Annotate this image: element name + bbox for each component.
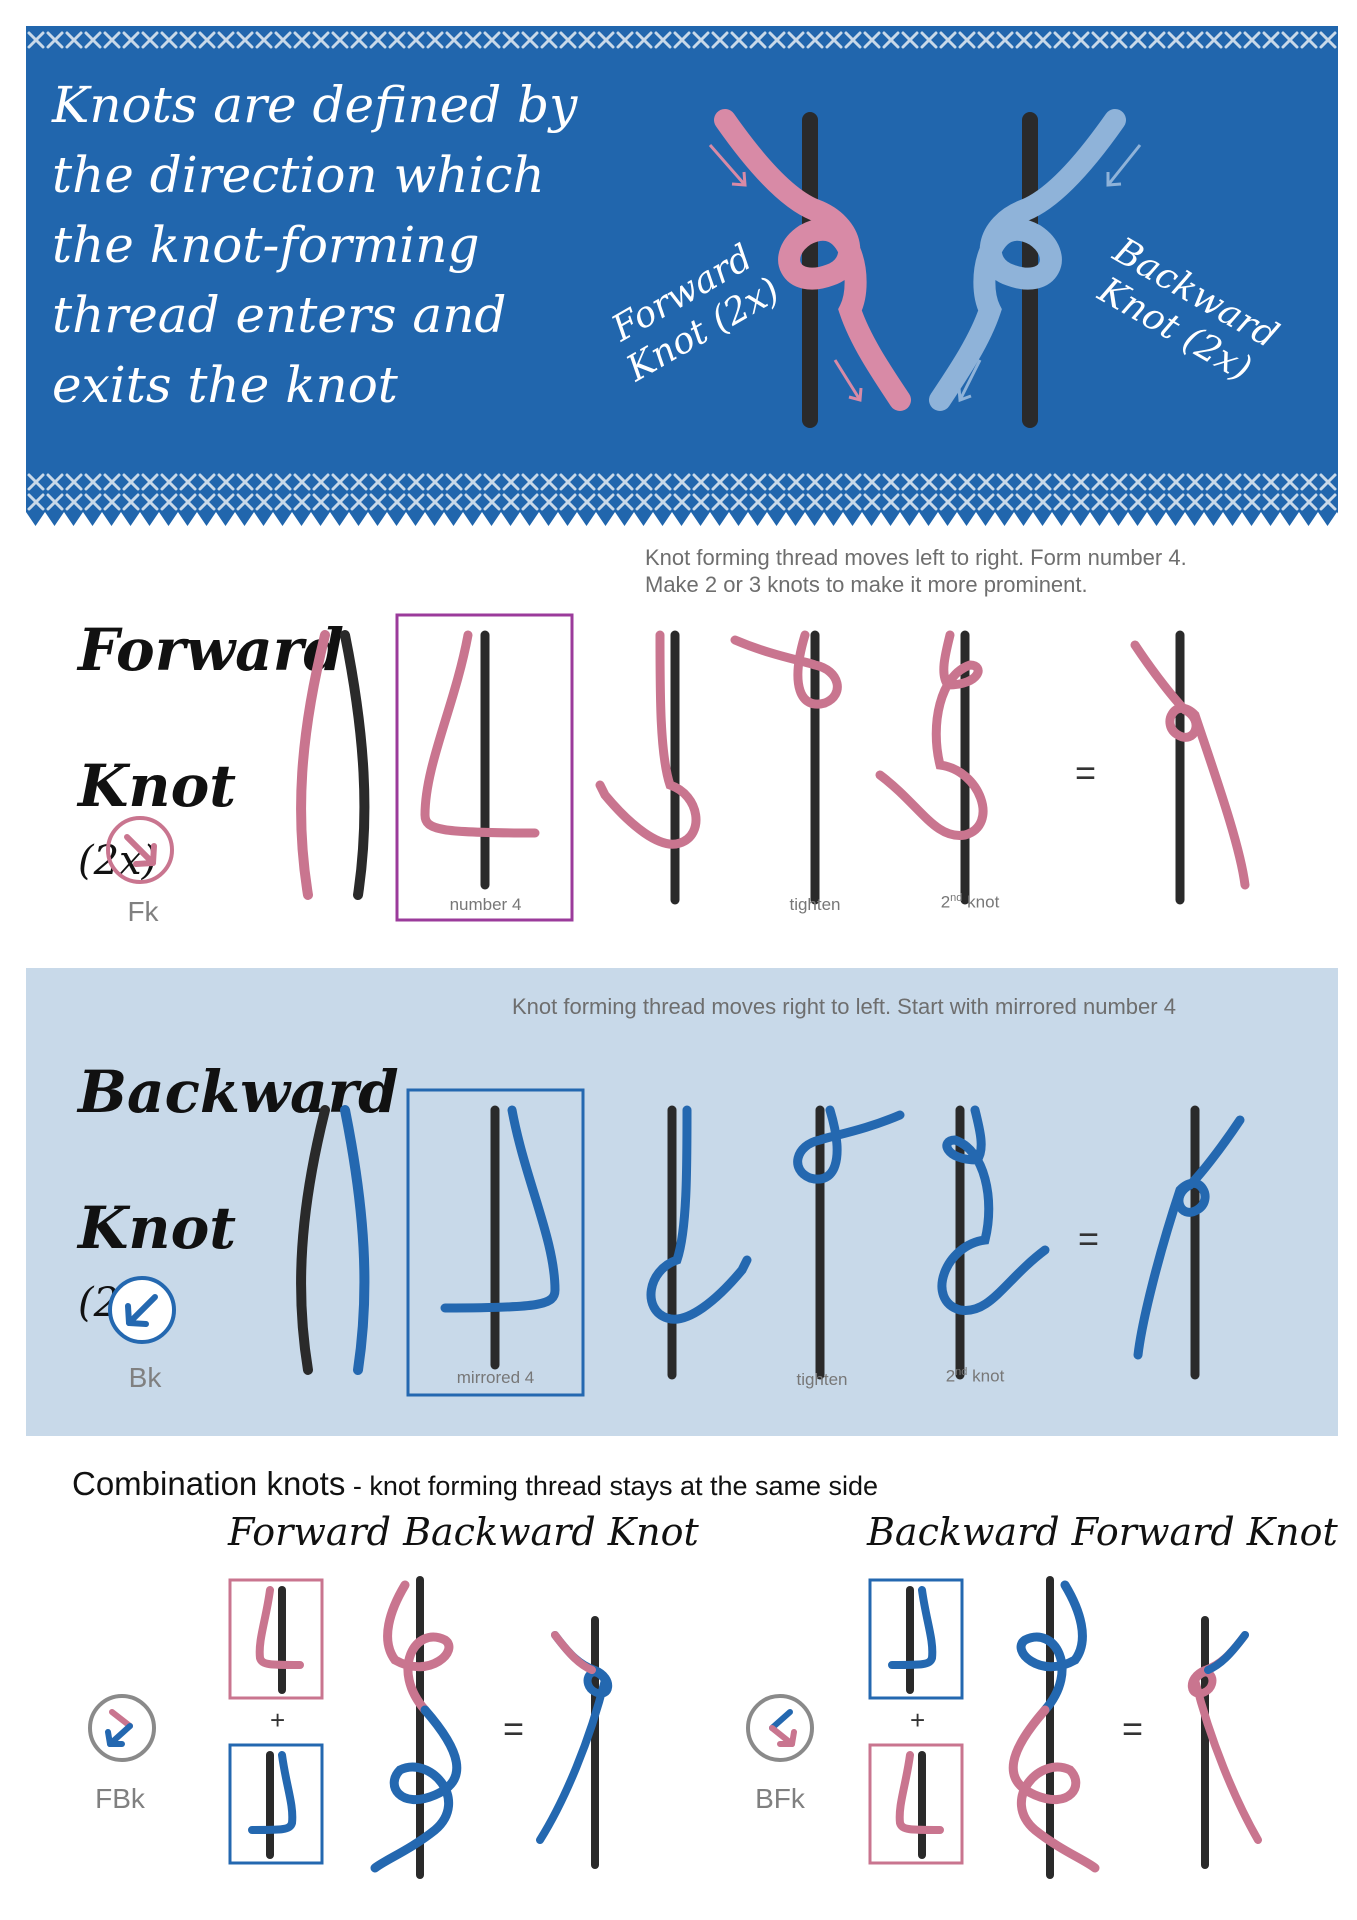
forward-caption-number4: number 4 <box>449 895 522 914</box>
forward-abbr: Fk <box>127 896 159 927</box>
combination-heading-main: Combination knots <box>72 1465 346 1502</box>
forward-equals: = <box>1075 752 1097 793</box>
fbk-title: Forward Backward Knot <box>228 1510 699 1554</box>
fwd-step4-pink <box>730 630 842 709</box>
fbk-frame-bottom <box>228 1743 324 1865</box>
fwd-cap-sup: nd <box>950 892 963 904</box>
fwd-cap-word: knot <box>967 892 1000 912</box>
bfk-diagram <box>868 1576 1262 1879</box>
forward-title-line2: Knot <box>78 752 237 820</box>
fbk-frame-top <box>228 1578 324 1700</box>
bwd-cap-sup: nd <box>955 1366 968 1378</box>
bfk-plus: + <box>910 1705 926 1735</box>
fwd-step1-pink <box>296 630 330 900</box>
banner-blue-thread <box>929 109 1126 411</box>
forward-caption-2nd-knot: 2nd knot <box>915 892 1025 913</box>
backward-equals: = <box>1078 1218 1100 1259</box>
backward-title-line2: Knot <box>78 1194 237 1262</box>
backward-title: Backward Knot (2x) <box>78 990 399 1337</box>
bwd-step4-blue <box>793 1105 905 1184</box>
backward-caption-mirrored4: mirrored 4 <box>456 1368 535 1387</box>
fwd-step1-core <box>340 630 370 900</box>
forward-description: Knot forming thread moves left to right.… <box>645 545 1187 597</box>
cross-stitch-border-bottom <box>26 473 1338 526</box>
fbk-abbr: FBk <box>95 1783 145 1814</box>
forward-title: Forward Knot (2x) <box>78 548 344 895</box>
backward-caption-2nd-knot: 2nd knot <box>920 1366 1030 1387</box>
forward-caption-tighten: tighten <box>789 895 841 914</box>
headline: Knots are defined by the direction which… <box>52 76 578 414</box>
fwd-cap-num: 2 <box>940 892 951 912</box>
backward-caption-tighten: tighten <box>796 1370 848 1389</box>
bwd-result-blue <box>1133 1115 1245 1360</box>
cross-stitch-border-top <box>27 31 1337 49</box>
banner-knot-illustration <box>708 109 1142 428</box>
bwd-step2-blue <box>440 1105 560 1313</box>
bfk-frame-top <box>868 1578 964 1700</box>
bfk-title: Backward Forward Knot <box>867 1510 1338 1554</box>
fwd-step3-pink <box>595 630 701 849</box>
fwd-step2-frame <box>395 613 574 922</box>
banner-blue-arrow-out-icon <box>957 359 982 403</box>
fbk-equals: = <box>503 1708 525 1749</box>
bwd-cap-word: knot <box>972 1366 1005 1386</box>
banner-pink-arrow-out-icon <box>833 359 863 402</box>
bfk-equals: = <box>1122 1708 1144 1749</box>
combination-heading-sub: - knot forming thread stays at the same … <box>345 1471 879 1501</box>
bwd-step1-blue <box>340 1105 370 1375</box>
fbk-diagram <box>228 1576 613 1879</box>
bwd-cap-num: 2 <box>945 1366 956 1386</box>
fwd-step5-pink <box>875 630 988 840</box>
bwd-step2-frame <box>406 1088 585 1397</box>
banner-blue-arrow-in-icon <box>1106 144 1142 187</box>
bwd-step3-blue <box>646 1105 752 1324</box>
bwd-step5-blue <box>937 1105 1050 1315</box>
bfk-frame-bottom <box>868 1743 964 1865</box>
fbk-plus: + <box>270 1705 286 1735</box>
fwd-step2-pink <box>420 630 540 838</box>
combination-heading: Combination knots - knot forming thread … <box>72 1465 878 1503</box>
header-banner <box>26 26 1338 526</box>
forward-arrow-icon <box>106 816 174 884</box>
backward-steps-diagram <box>296 1088 1245 1397</box>
banner-pink-arrow-in-icon <box>708 144 747 187</box>
backward-abbr: Bk <box>128 1362 162 1393</box>
backward-description: Knot forming thread moves right to left.… <box>512 994 1176 1019</box>
forward-backward-icon <box>88 1694 156 1762</box>
fwd-result-pink <box>1130 640 1250 890</box>
bwd-step1-core <box>296 1105 330 1375</box>
banner-pink-thread <box>714 109 911 411</box>
forward-title-line1: Forward <box>78 616 344 684</box>
forward-steps-diagram <box>296 613 1250 922</box>
backward-forward-icon <box>746 1694 814 1762</box>
backward-arrow-icon <box>108 1276 176 1344</box>
bfk-abbr: BFk <box>755 1783 805 1814</box>
